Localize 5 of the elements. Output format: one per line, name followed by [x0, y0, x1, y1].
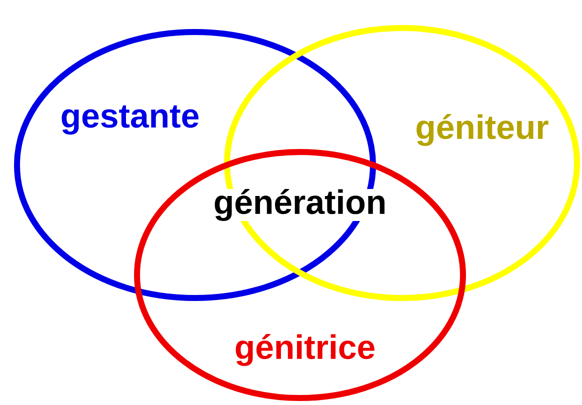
set-label: gestante [62, 105, 198, 135]
venn-ellipse [134, 149, 466, 401]
set-label: géniteur [416, 114, 548, 146]
overlap-label: génération [213, 189, 387, 222]
set-label: génitrice [236, 334, 374, 366]
